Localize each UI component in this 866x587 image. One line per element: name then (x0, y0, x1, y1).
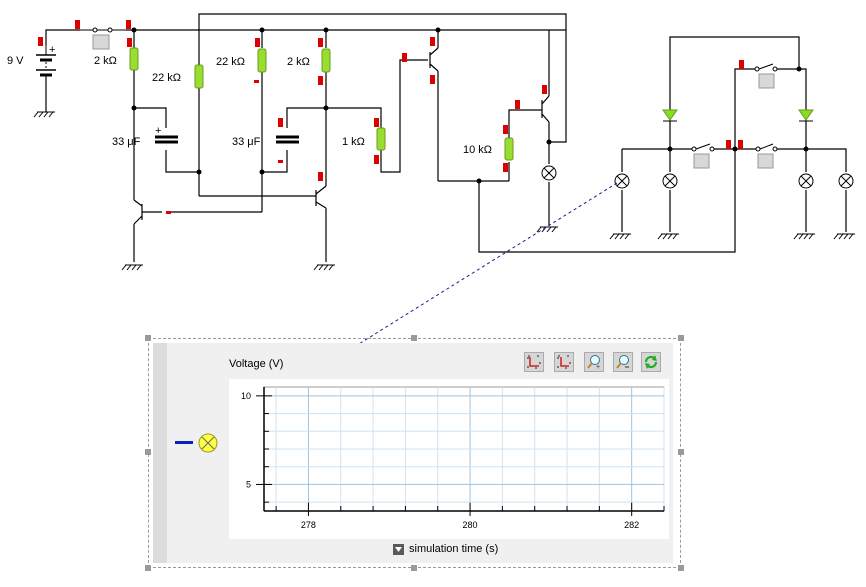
triangle-down-icon[interactable] (393, 543, 404, 555)
resistor-r6[interactable] (504, 137, 514, 161)
zoom-in-button[interactable]: + (584, 352, 604, 372)
axis-y-icon (557, 355, 571, 369)
switch-main[interactable] (80, 27, 126, 33)
fit-x-button[interactable] (524, 352, 544, 372)
resize-handle[interactable] (145, 449, 151, 455)
resize-handle[interactable] (678, 335, 684, 341)
x-axis-label: simulation time (s) (409, 543, 499, 555)
switch-mid-left-button[interactable] (693, 153, 710, 169)
resistor-r2-label: 22 kΩ (152, 72, 181, 84)
circuit-diagram: 9 V + 2 kΩ 22 kΩ 22 kΩ 2 kΩ 1 kΩ 10 kΩ +… (7, 13, 855, 271)
axis-x-icon (527, 355, 541, 369)
resistor-r3[interactable] (257, 48, 267, 73)
x-tick-label: 280 (463, 520, 478, 530)
resize-handle[interactable] (145, 335, 151, 341)
x-tick-label: 278 (301, 520, 316, 530)
resize-handle[interactable] (411, 335, 417, 341)
resistor-r1-label: 2 kΩ (94, 55, 117, 67)
junction-dots (131, 27, 809, 184)
lamp-2[interactable] (662, 173, 678, 189)
capacitor-c1[interactable] (155, 135, 178, 144)
capacitor-c1-label: 33 μF (112, 136, 141, 148)
resize-handle[interactable] (678, 449, 684, 455)
resistor-r4-label: 2 kΩ (287, 56, 310, 68)
resistor-r2[interactable] (194, 64, 204, 89)
capacitor-c2[interactable] (276, 135, 299, 144)
plot-panel-body: Voltage (V) + 278 280 282 5 10 simulation ti… (153, 343, 673, 563)
chart-area[interactable]: 278 280 282 5 10 (229, 379, 669, 539)
plus-sign: + (49, 44, 55, 56)
refresh-icon (644, 355, 658, 369)
resistor-r3-label: 22 kΩ (216, 56, 245, 68)
switch-top-right[interactable] (754, 63, 778, 72)
zoom-in-icon: + (587, 355, 600, 370)
lamp-q4[interactable] (541, 165, 557, 181)
probe-lamp-icon[interactable] (197, 432, 219, 454)
current-markers (38, 20, 744, 214)
plus-sign: + (155, 125, 161, 137)
lamp-4[interactable] (838, 173, 854, 189)
series-legend-line (175, 441, 193, 444)
resistor-r4[interactable] (321, 48, 331, 73)
switch-mid-right[interactable] (755, 143, 778, 152)
switch-mid-left[interactable] (691, 143, 715, 152)
y-tick-label: 5 (246, 479, 251, 489)
resistor-r6-label: 10 kΩ (463, 144, 492, 156)
resistor-r5-label: 1 kΩ (342, 136, 365, 148)
zoom-out-icon (616, 355, 629, 369)
switch-top-right-button[interactable] (758, 73, 775, 89)
fit-y-button[interactable] (554, 352, 574, 372)
svg-text:+: + (596, 364, 600, 370)
capacitor-c2-label: 33 μF (232, 136, 261, 148)
resistor-r1[interactable] (129, 47, 139, 71)
lamp-3[interactable] (798, 173, 814, 189)
x-axis-label-row: simulation time (s) (393, 543, 498, 555)
diode-right[interactable] (798, 109, 814, 122)
refresh-button[interactable] (641, 352, 661, 372)
battery-symbol[interactable] (36, 45, 56, 77)
x-tick-label: 282 (624, 520, 639, 530)
voltage-chart[interactable]: 278 280 282 5 10 (229, 379, 669, 539)
battery-label: 9 V (7, 55, 24, 67)
resistor-r5[interactable] (376, 127, 386, 151)
y-tick-label: 10 (241, 391, 251, 401)
plot-panel[interactable]: Voltage (V) + 278 280 282 5 10 simulation ti… (145, 335, 684, 571)
resize-handle[interactable] (411, 565, 417, 571)
diode-left[interactable] (662, 109, 678, 122)
panel-drag-strip[interactable] (153, 343, 167, 563)
switch-mid-right-button[interactable] (757, 153, 774, 169)
lamp-1[interactable] (614, 173, 630, 189)
zoom-out-button[interactable] (613, 352, 633, 372)
chart-title: Voltage (V) (229, 358, 284, 370)
switch-main-button[interactable] (92, 34, 110, 50)
resize-handle[interactable] (678, 565, 684, 571)
resize-handle[interactable] (145, 565, 151, 571)
